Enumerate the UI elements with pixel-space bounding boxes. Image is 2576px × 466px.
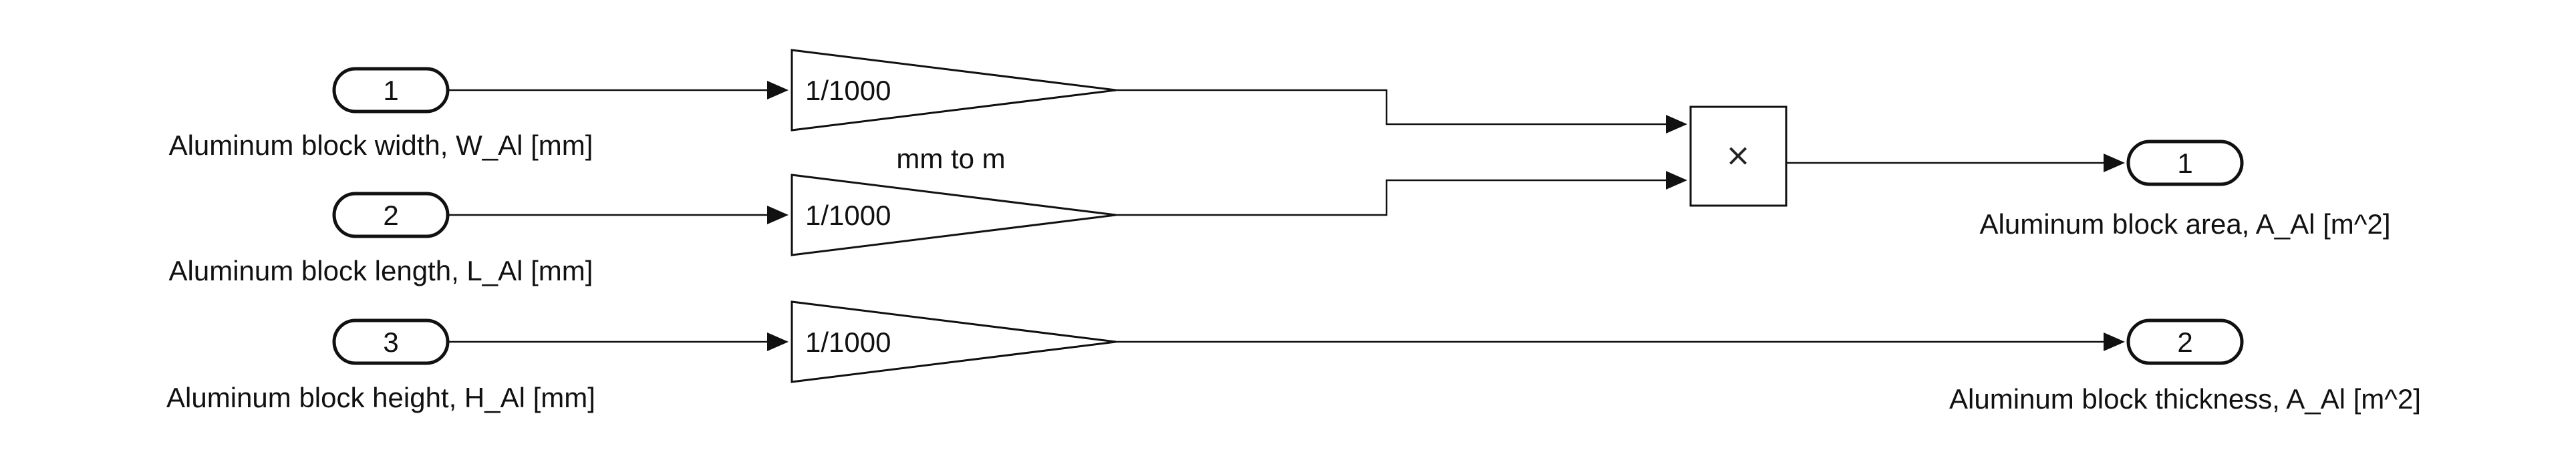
inport-2-label: Aluminum block length, L_Al [mm] — [169, 255, 593, 286]
signal-lines — [448, 89, 2105, 343]
inport-1[interactable]: 1 — [332, 67, 450, 113]
arrowhead-out1 — [2104, 154, 2125, 172]
arrowheads — [767, 81, 2125, 351]
gain-group-label: mm to m — [896, 143, 1005, 174]
arrowhead-out2 — [2104, 332, 2125, 351]
gain-block-1-value: 1/1000 — [805, 75, 891, 106]
inport-3-label: Aluminum block height, H_Al [mm] — [166, 382, 595, 413]
gain-block-3-value: 1/1000 — [805, 326, 891, 358]
gain-block-2-value: 1/1000 — [805, 200, 891, 231]
product-symbol: × — [1725, 137, 1751, 173]
gain-block-3[interactable]: 1/1000 — [791, 300, 1117, 383]
inport-3[interactable]: 3 — [332, 318, 450, 365]
inport-3-number: 3 — [383, 326, 398, 358]
outport-1-label: Aluminum block area, A_Al [m^2] — [1980, 208, 2391, 240]
inport-2-number: 2 — [383, 200, 398, 231]
outport-2[interactable]: 2 — [2126, 318, 2244, 365]
arrowhead-product-in1 — [1666, 115, 1687, 134]
gain-block-1[interactable]: 1/1000 — [791, 49, 1117, 132]
inport-1-label: Aluminum block width, W_Al [mm] — [169, 130, 593, 161]
inport-1-number: 1 — [383, 75, 398, 106]
arrowhead-gain2 — [767, 206, 789, 224]
signal-line-gain2-product[interactable] — [1116, 179, 1671, 216]
outport-1-number: 1 — [2177, 148, 2192, 179]
inport-2[interactable]: 2 — [332, 192, 450, 238]
outport-2-number: 2 — [2177, 326, 2192, 358]
arrowhead-gain1 — [767, 81, 789, 99]
arrowhead-gain3 — [767, 332, 789, 351]
outport-1[interactable]: 1 — [2126, 140, 2244, 186]
gain-block-2[interactable]: 1/1000 — [791, 174, 1117, 256]
product-block[interactable]: × — [1689, 105, 1787, 207]
signal-line-gain1-product[interactable] — [1116, 89, 1671, 126]
outport-2-label: Aluminum block thickness, A_Al [m^2] — [1949, 383, 2421, 415]
arrowhead-product-in2 — [1666, 171, 1687, 190]
